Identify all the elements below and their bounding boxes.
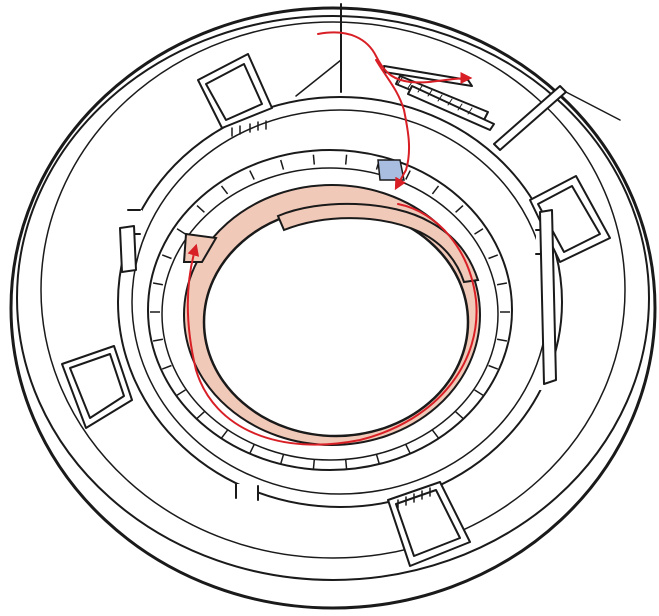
- outer-rim-ring: [9, 6, 657, 610]
- gallery-opening-3: [236, 484, 258, 498]
- colonnade-inner-wall: [161, 167, 499, 461]
- colonnade-niche: [312, 154, 316, 165]
- colonnade-niche: [176, 389, 186, 396]
- route-ramp-arrow: [186, 203, 478, 446]
- escalator-treads: [397, 77, 473, 115]
- colonnade-niche: [161, 254, 172, 260]
- colonnade-niche: [176, 228, 186, 235]
- colonnade-niche: [312, 459, 316, 470]
- colonnade-niche: [405, 170, 411, 180]
- plaza-ring: [40, 21, 626, 559]
- ramp-upper-segment: [276, 202, 480, 284]
- bay-west-door: [119, 225, 137, 273]
- colonnade-niche: [279, 454, 285, 465]
- colonnade-niche: [344, 154, 348, 165]
- bay-west: [61, 345, 133, 429]
- spiral-ramp: [182, 159, 481, 446]
- ramp-void: [202, 206, 470, 438]
- colonnade-outer-wall: [147, 149, 513, 471]
- colonnade-niche: [431, 429, 440, 439]
- radial-wall-north-west: [295, 59, 342, 97]
- colonnade-niche: [455, 205, 464, 213]
- bay-south: [387, 481, 471, 567]
- colonnade-niche: [496, 282, 508, 286]
- route-arrow-icon: [317, 31, 473, 85]
- landing-highlight: [377, 159, 405, 181]
- bay-east-door: [539, 209, 557, 385]
- colonnade-niche: [220, 429, 229, 439]
- bay-north-west: [197, 53, 273, 129]
- colonnade-niche: [196, 411, 205, 419]
- colonnade-niche: [405, 444, 411, 454]
- colonnade-niche: [488, 364, 499, 370]
- colonnade-niches: [150, 154, 510, 470]
- radial-walls: [295, 3, 621, 151]
- outer-rings: [9, 6, 657, 610]
- outer-wall-ring: [16, 15, 650, 581]
- gallery-outer-wall: [117, 96, 563, 508]
- colonnade-niche: [152, 282, 164, 286]
- inner-colonnade: [147, 149, 513, 471]
- colonnade-niche: [375, 454, 381, 465]
- colonnade-niche: [152, 338, 164, 342]
- colonnade-niche: [249, 170, 255, 180]
- colonnade-niche: [161, 364, 172, 370]
- radial-wall-north-east: [493, 85, 567, 151]
- gallery-notches: [231, 120, 267, 137]
- colonnade-niche: [279, 159, 285, 170]
- colonnade-niche: [220, 185, 229, 195]
- escalator-icon: [383, 65, 495, 131]
- radial-wall-east-seam: [565, 91, 621, 121]
- route-descent-arrow: [375, 59, 411, 191]
- colonnade-niche: [474, 389, 484, 396]
- visitor-route: [186, 31, 478, 446]
- colonnade-niche: [344, 459, 348, 470]
- colonnade-niche: [496, 338, 508, 342]
- colonnade-niche: [431, 185, 440, 195]
- colonnade-niche: [249, 444, 255, 454]
- colonnade-niche: [488, 254, 499, 260]
- colonnade-niche: [455, 411, 464, 419]
- gallery-bays: [61, 53, 611, 567]
- colonnade-niche: [196, 205, 205, 213]
- colonnade-niche: [474, 228, 484, 235]
